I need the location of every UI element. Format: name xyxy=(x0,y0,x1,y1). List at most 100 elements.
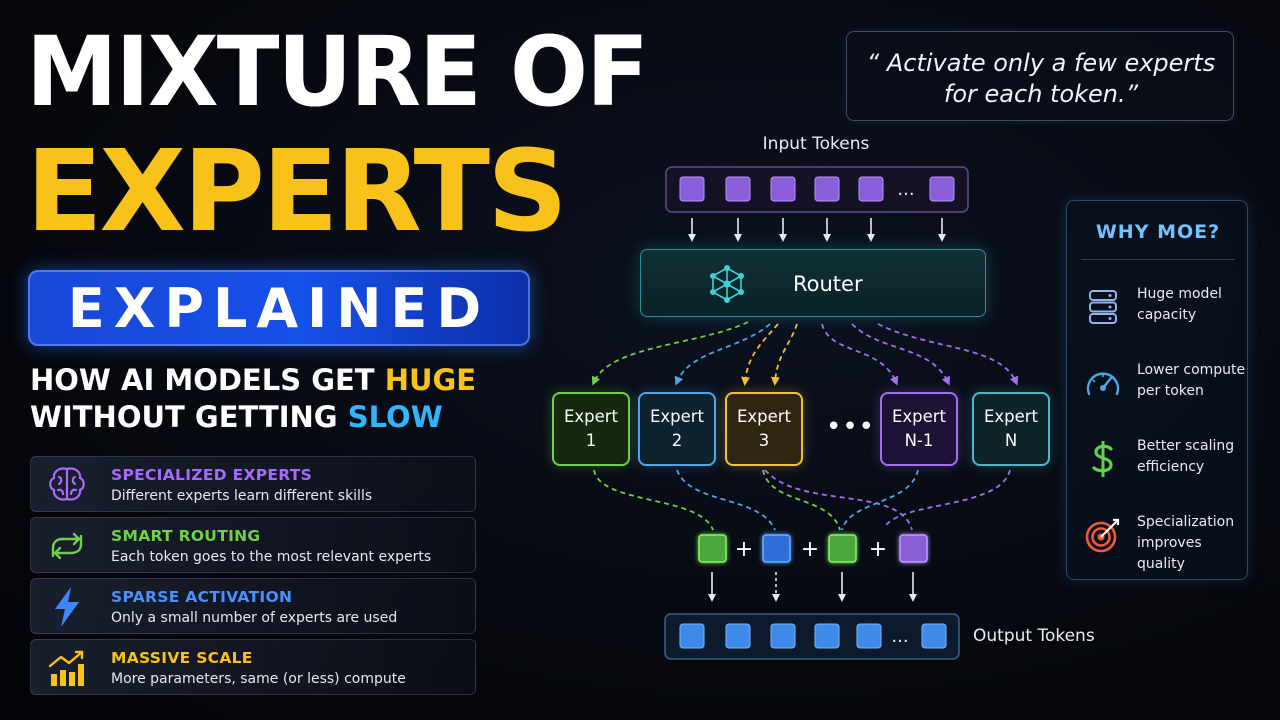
expert-number: 2 xyxy=(671,431,683,450)
why-item-text: Specialization improves quality xyxy=(1137,512,1249,575)
feature-sparse-activation: SPARSE ACTIVATION Only a small number of… xyxy=(30,578,476,634)
expert-label: Expert xyxy=(891,407,947,426)
expert-1-box: Expert 1 xyxy=(552,392,630,466)
input-token-row: ... xyxy=(679,176,955,202)
expert-label: Expert xyxy=(983,407,1039,426)
server-stack-icon xyxy=(1083,287,1123,327)
brain-icon xyxy=(37,463,97,507)
router-box: Router xyxy=(640,249,986,317)
output-token xyxy=(856,623,882,649)
feature-massive-scale: MASSIVE SCALE More parameters, same (or … xyxy=(30,639,476,695)
plus-sign: + xyxy=(735,537,753,562)
why-item-compute: Lower compute per token xyxy=(1081,359,1245,409)
subtitle-line-2-prefix: WITHOUT GETTING xyxy=(30,400,348,434)
quote-text: “ Activate only a few experts for each t… xyxy=(847,48,1235,110)
output-token xyxy=(921,623,947,649)
output-token-container xyxy=(664,613,960,660)
subtitle-highlight-huge: HUGE xyxy=(384,363,477,397)
growth-chart-icon xyxy=(37,646,97,690)
input-token xyxy=(725,176,751,202)
subtitle-highlight-slow: SLOW xyxy=(347,400,443,434)
why-item-line: per token xyxy=(1137,383,1204,399)
why-item-text: Lower compute per token xyxy=(1137,360,1249,402)
why-item-scaling: Better scaling efficiency xyxy=(1081,435,1245,485)
plus-sign: + xyxy=(869,537,887,562)
combined-token-green xyxy=(828,534,857,563)
title-line-2: EXPERTS xyxy=(26,127,568,257)
expert-to-output-routes xyxy=(593,469,1011,531)
plus-sign: + xyxy=(801,537,819,562)
output-token xyxy=(679,623,705,649)
feature-title: MASSIVE SCALE xyxy=(111,649,253,667)
why-moe-panel: WHY MOE? Huge model capacity xyxy=(1066,200,1248,580)
subtitle-line-1: HOW AI MODELS GET HUGE xyxy=(30,363,550,397)
input-token xyxy=(858,176,884,202)
output-token xyxy=(814,623,840,649)
input-token xyxy=(679,176,705,202)
why-item-specialization: Specialization improves quality xyxy=(1081,511,1245,572)
lightning-icon xyxy=(37,585,97,629)
network-icon xyxy=(710,265,744,303)
feature-desc: Different experts learn different skills xyxy=(111,488,373,504)
feature-desc: More parameters, same (or less) compute xyxy=(111,671,406,687)
expert-number: 3 xyxy=(758,431,770,450)
input-tokens-label: Input Tokens xyxy=(762,134,870,154)
expert-label: Expert xyxy=(649,407,705,426)
combined-token-row: + + + xyxy=(698,534,928,563)
why-item-text: Better scaling efficiency xyxy=(1137,436,1249,478)
combined-to-output-arrows xyxy=(708,572,917,602)
expert-3-box: Expert 3 xyxy=(725,392,803,466)
why-item-line: efficiency xyxy=(1137,459,1205,475)
output-tokens-label: Output Tokens xyxy=(973,626,1095,646)
target-icon xyxy=(1083,515,1123,555)
input-to-router-arrows xyxy=(688,218,946,242)
output-token xyxy=(725,623,751,649)
expert-number: N-1 xyxy=(904,431,934,450)
divider xyxy=(1081,259,1235,260)
input-token xyxy=(814,176,840,202)
expert-number: 1 xyxy=(585,431,597,450)
output-token xyxy=(770,623,796,649)
output-token-ellipsis: ... xyxy=(891,626,908,647)
input-token xyxy=(770,176,796,202)
feature-title: SMART ROUTING xyxy=(111,527,261,545)
feature-smart-routing: SMART ROUTING Each token goes to the mos… xyxy=(30,517,476,573)
experts-ellipsis: ••• xyxy=(826,412,876,442)
why-item-capacity: Huge model capacity xyxy=(1081,283,1245,333)
router-label: Router xyxy=(793,272,863,296)
router-to-expert-routes xyxy=(591,321,1019,386)
feature-title: SPARSE ACTIVATION xyxy=(111,588,293,606)
expert-2-box: Expert 2 xyxy=(638,392,716,466)
expert-label: Expert xyxy=(736,407,792,426)
subtitle-line-1-prefix: HOW AI MODELS GET xyxy=(30,363,385,397)
routing-arrows-icon xyxy=(37,524,97,568)
why-item-text: Huge model capacity xyxy=(1137,284,1249,326)
quote-line-2: for each token.” xyxy=(943,80,1139,108)
why-item-line: capacity xyxy=(1137,307,1197,323)
feature-desc: Each token goes to the most relevant exp… xyxy=(111,549,432,565)
combined-token-green xyxy=(698,534,727,563)
output-token-row: ... xyxy=(679,623,947,649)
why-item-line: Huge model xyxy=(1137,286,1222,302)
expert-number: N xyxy=(1004,431,1018,450)
subtitle-line-2: WITHOUT GETTING SLOW xyxy=(30,400,550,434)
combined-token-blue xyxy=(762,534,791,563)
input-token-ellipsis: ... xyxy=(897,179,914,200)
why-item-line: Better scaling xyxy=(1137,438,1235,454)
title-line-1: MIXTURE OF xyxy=(26,15,649,129)
feature-title: SPECIALIZED EXPERTS xyxy=(111,466,313,484)
speedometer-icon xyxy=(1083,363,1123,403)
why-item-line: Lower compute xyxy=(1137,362,1246,378)
expert-n-minus-1-box: Expert N-1 xyxy=(880,392,958,466)
why-item-line: Specialization xyxy=(1137,514,1235,530)
why-item-line: improves quality xyxy=(1137,535,1202,572)
combined-token-purple xyxy=(899,534,928,563)
quote-box: “ Activate only a few experts for each t… xyxy=(846,31,1234,121)
explained-banner-text: EXPLAINED xyxy=(67,276,491,340)
dollar-icon xyxy=(1083,439,1123,479)
feature-specialized-experts: SPECIALIZED EXPERTS Different experts le… xyxy=(30,456,476,512)
expert-n-box: Expert N xyxy=(972,392,1050,466)
feature-desc: Only a small number of experts are used xyxy=(111,610,398,626)
input-token xyxy=(929,176,955,202)
